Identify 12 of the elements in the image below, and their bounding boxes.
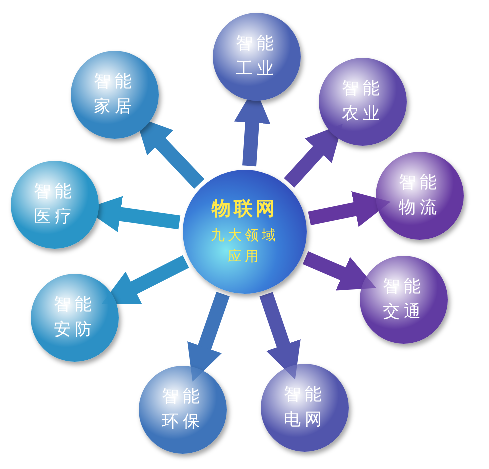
topic-circle — [319, 58, 407, 146]
hub-subtitle: 九大领域应用 — [210, 227, 280, 267]
topic-circle — [139, 366, 227, 454]
hub-title: 物联网 — [212, 197, 278, 222]
topic-circle — [261, 364, 349, 452]
topic-label: 智能安防 — [53, 294, 97, 342]
topic-circle — [360, 256, 448, 344]
topic-label: 智能物流 — [398, 172, 442, 220]
topic-label: 智能家居 — [93, 70, 137, 119]
topic-circle — [376, 152, 464, 240]
topic-label: 智能医疗 — [33, 180, 77, 229]
hub-circle — [183, 170, 307, 294]
